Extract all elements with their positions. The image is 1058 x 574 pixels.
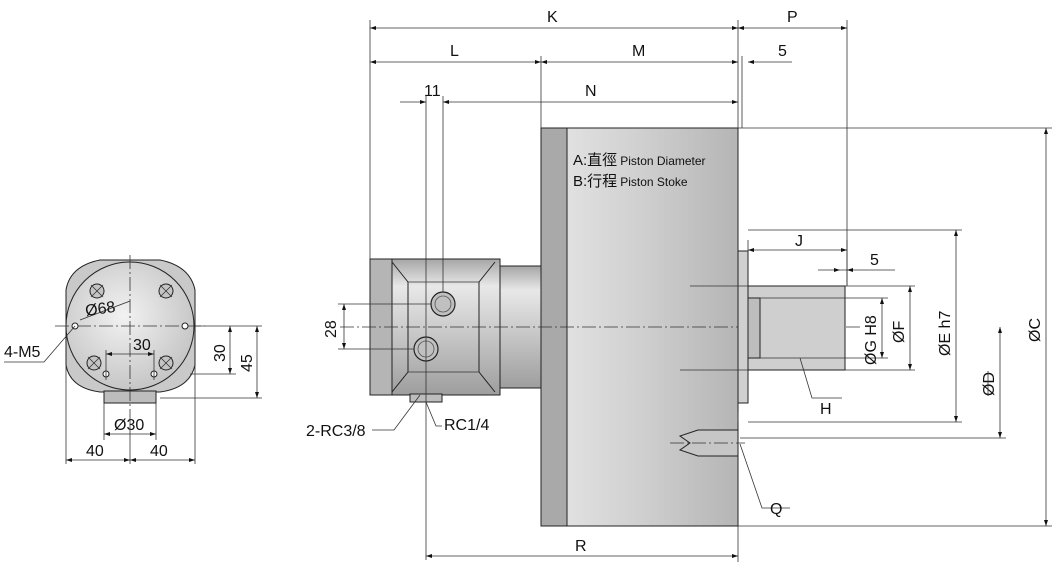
dim-m: M (632, 43, 645, 60)
front-flange (737, 250, 749, 404)
dim-n: N (585, 83, 597, 100)
dim-11: 11 (424, 83, 441, 100)
thirty-side-label: 30 (212, 344, 229, 362)
forty-left-label: 40 (86, 443, 104, 460)
bolt-hole (158, 355, 174, 371)
phi30-label: Ø30 (114, 417, 144, 434)
dim-phi-e-h7: ØE h7 (937, 311, 954, 356)
thirty-inner-label: 30 (133, 337, 151, 354)
bolt-hole (158, 283, 174, 299)
dim-l: L (450, 43, 459, 60)
end-view: Ø68 30 4-M5 30 45 Ø30 (4, 255, 262, 464)
bolt-hole (86, 355, 102, 371)
fortyfive-label: 45 (239, 354, 256, 372)
bolt-hole (89, 283, 105, 299)
piston-bore (747, 285, 846, 371)
dim-phi-d: ØD (981, 372, 998, 396)
label-rc38: 2-RC3/8 (306, 423, 366, 440)
forty-right-label: 40 (150, 443, 168, 460)
dim-5-top: 5 (778, 43, 787, 60)
label-h: H (820, 401, 832, 418)
m5-label: 4-M5 (4, 344, 41, 361)
label-q: Q (770, 501, 782, 518)
dim-p: P (787, 9, 798, 26)
dim-phi-c: ØC (1027, 318, 1044, 342)
dim-5-right: 5 (870, 252, 879, 269)
label-rc14: RC1/4 (444, 417, 489, 434)
piston-rod-end (747, 297, 761, 359)
dim-r: R (575, 538, 587, 555)
dim-k: K (547, 9, 558, 26)
dim-phi-g-h8: ØG H8 (863, 315, 880, 365)
m5-hole (181, 322, 189, 330)
dim-28: 28 (323, 320, 340, 338)
dim-phi-f: ØF (891, 321, 908, 343)
dim-j: J (795, 233, 803, 250)
phi68-label: Ø68 (84, 299, 116, 320)
